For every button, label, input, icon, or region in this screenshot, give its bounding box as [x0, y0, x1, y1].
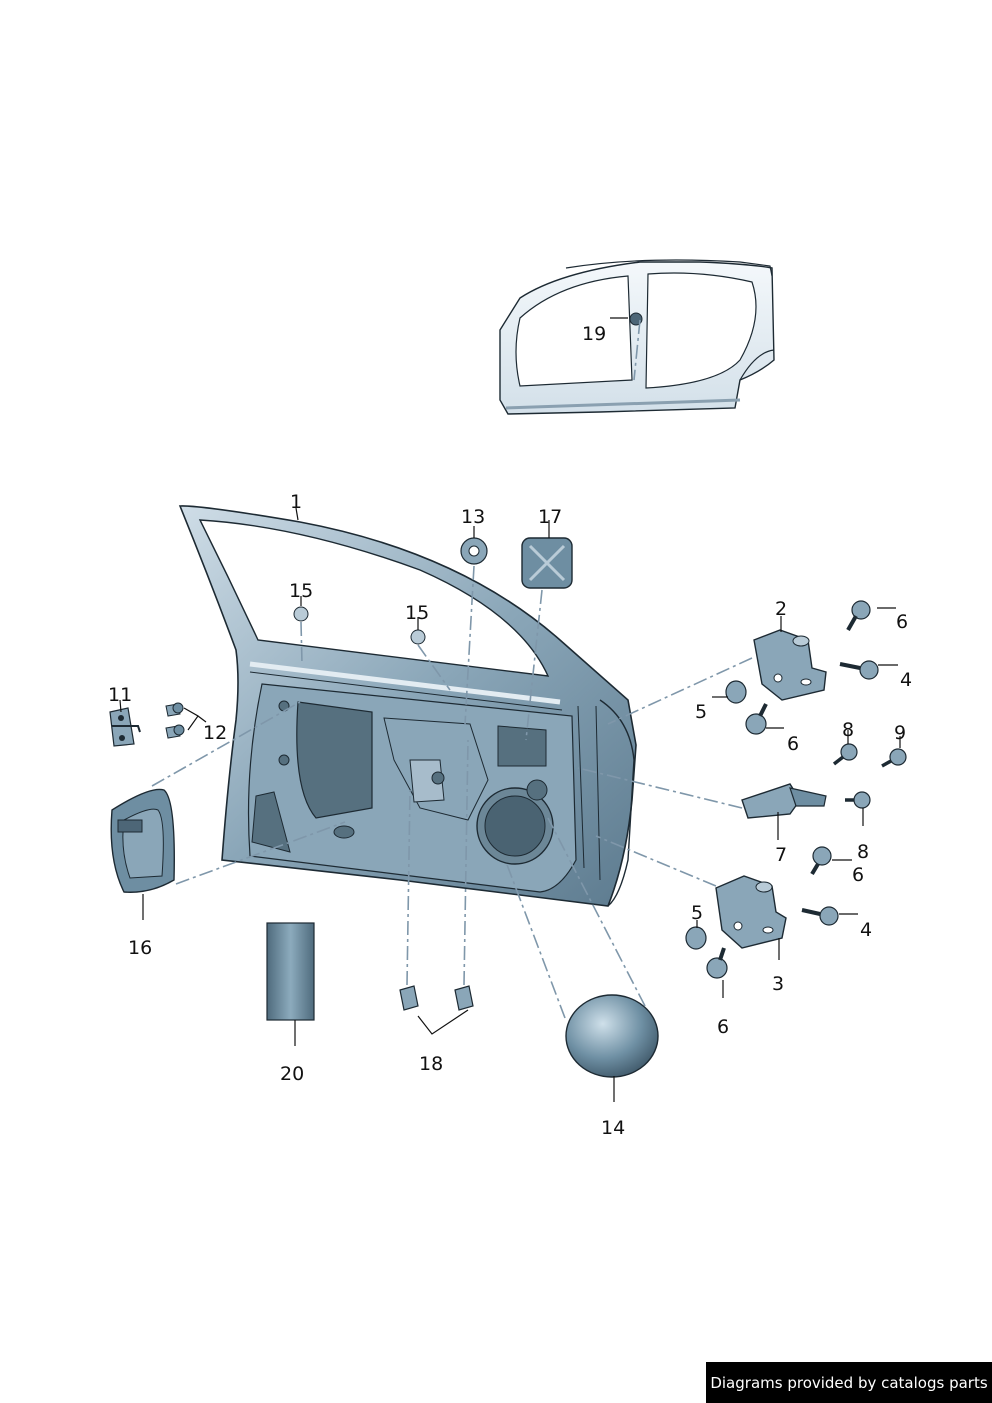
callout-14: 14 [601, 1117, 625, 1139]
leader-lines [119, 317, 901, 1102]
callout-15-left: 15 [289, 580, 313, 602]
screws-12 [165, 702, 185, 739]
strip-20 [266, 922, 315, 1021]
hinge-upper-2 [753, 629, 827, 701]
callout-5-upper: 5 [695, 701, 707, 723]
callout-6-bottom: 6 [717, 1016, 729, 1038]
callout-6-upper-hinge: 6 [787, 733, 799, 755]
callout-3: 3 [772, 973, 784, 995]
plug-15-a [293, 606, 309, 622]
bolt-6-a [846, 600, 871, 631]
bolt-6-d [706, 947, 728, 979]
bolt-4-b [801, 906, 839, 926]
callout-15-right: 15 [405, 602, 429, 624]
callout-17: 17 [538, 506, 562, 528]
callout-6-mid: 6 [852, 864, 864, 886]
dome-14 [565, 994, 659, 1078]
cap-5-a [725, 680, 747, 704]
callout-19: 19 [582, 323, 606, 345]
callout-8-upper: 8 [842, 719, 854, 741]
callout-8-lower: 8 [857, 841, 869, 863]
striker-11 [109, 707, 141, 747]
bolt-6-c [810, 846, 832, 876]
door-shell [178, 505, 637, 907]
bolt-4-a [839, 660, 879, 680]
grommet-13 [460, 537, 488, 565]
bolt-9 [881, 748, 907, 768]
callout-6-top: 6 [896, 611, 908, 633]
callout-11: 11 [108, 684, 132, 706]
callout-9: 9 [894, 722, 906, 744]
callout-1: 1 [290, 491, 302, 513]
callout-7: 7 [775, 844, 787, 866]
callout-12: 12 [203, 722, 227, 744]
callout-16: 16 [128, 937, 152, 959]
check-strap-7 [741, 783, 827, 819]
callout-4-lower: 4 [860, 919, 872, 941]
callout-13: 13 [461, 506, 485, 528]
pad-16 [110, 788, 175, 893]
cover-17 [521, 537, 573, 589]
bolt-8-a [832, 743, 858, 766]
callout-18: 18 [419, 1053, 443, 1075]
cap-5-b [685, 926, 707, 950]
clips-18 [399, 985, 474, 1011]
hinge-lower-3 [715, 875, 787, 949]
footer-credit: Diagrams provided by catalogs parts [706, 1362, 992, 1403]
bolt-8-b [845, 791, 871, 809]
callout-20: 20 [280, 1063, 304, 1085]
assembly-lines [151, 319, 753, 1019]
callout-4-upper: 4 [900, 669, 912, 691]
car-body-side [499, 259, 775, 415]
bolt-6-b [745, 703, 768, 735]
callout-labels: 1 2 3 4 4 5 5 6 6 6 6 7 8 8 9 11 12 13 1… [108, 323, 912, 1139]
callout-5-lower: 5 [691, 902, 703, 924]
callout-2: 2 [775, 598, 787, 620]
plug-15-b [410, 629, 426, 645]
